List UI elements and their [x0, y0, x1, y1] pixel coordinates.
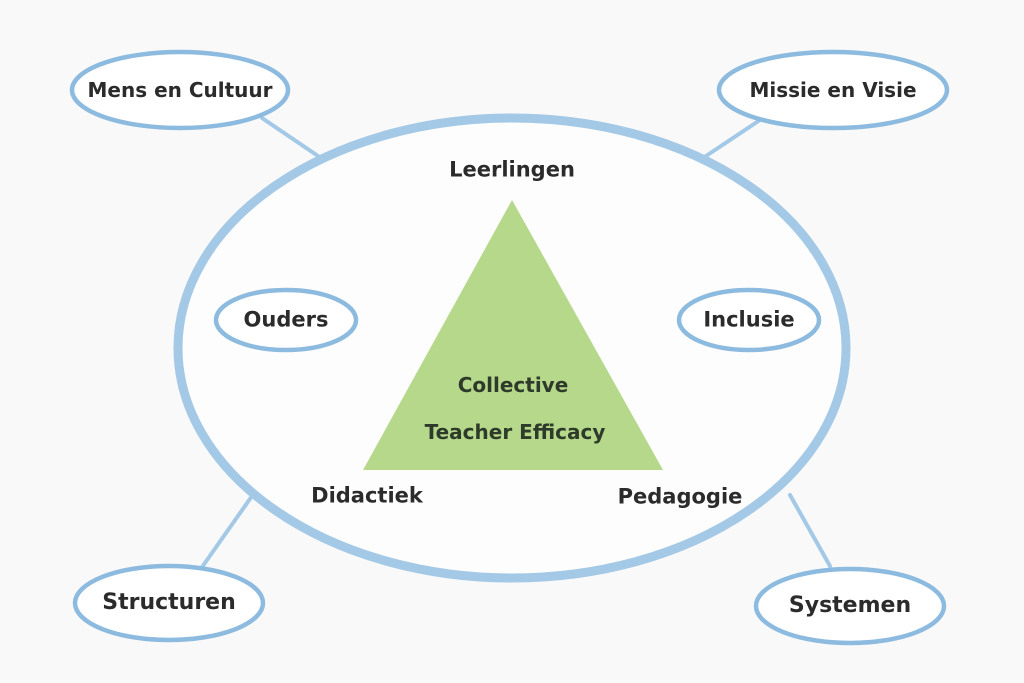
label-collective: Collective: [457, 373, 569, 397]
efficacy-triangle: [363, 200, 663, 470]
label-pedagogie: Pedagogie: [617, 484, 743, 509]
label-ouders: Ouders: [243, 307, 329, 332]
pill-mens-en-cultuur: [69, 49, 291, 131]
connector-bottom-left: [198, 494, 254, 572]
connector-top-right: [704, 118, 762, 158]
pill-systemen: [753, 566, 947, 646]
label-systemen: Systemen: [788, 593, 912, 618]
label-didactiek: Didactiek: [311, 483, 423, 508]
label-teacher-efficacy: Teacher Efficacy: [424, 420, 606, 444]
label-mens-en-cultuur: Mens en Cultuur: [87, 78, 273, 102]
pill-inclusie: [676, 287, 822, 353]
connector-bottom-right: [788, 493, 832, 568]
label-missie-en-visie: Missie en Visie: [749, 78, 917, 102]
pill-ouders: [213, 287, 359, 353]
pill-missie-en-visie: [716, 49, 950, 131]
label-leerlingen: Leerlingen: [449, 157, 575, 182]
label-structuren: Structuren: [102, 590, 236, 615]
pill-structuren: [72, 563, 266, 643]
connector-top-left: [260, 116, 320, 158]
label-inclusie: Inclusie: [703, 307, 795, 332]
